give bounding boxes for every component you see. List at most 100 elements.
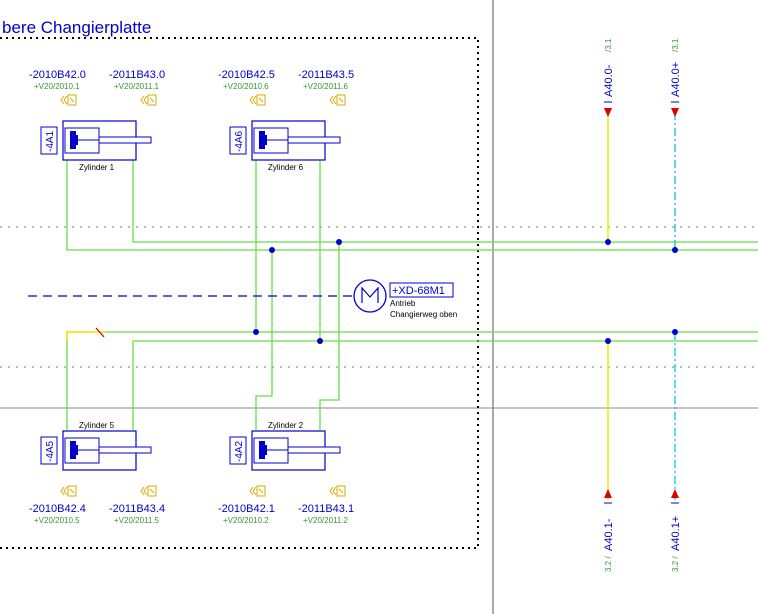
sensor-ref: +V20/2010.5 [34,516,80,525]
cylinder-name: Zylinder 6 [268,163,304,172]
sensor-2011B431[interactable]: -2011B43.1+V20/2011.2 [298,485,354,525]
sensor-2010B421[interactable]: -2010B42.1+V20/2010.2 [218,485,275,525]
sensor-2010B420[interactable]: -2010B42.0+V20/2010.1 [29,69,86,106]
cylinder-piston-head [76,445,78,455]
connector-label: A40.1- [603,518,615,551]
sensor-2011B430[interactable]: -2011B43.0+V20/2011.1 [109,69,165,106]
proximity-sensor-icon [249,485,266,497]
wire-break-mark [95,327,105,338]
proximity-sensor-icon [329,94,346,106]
junction-dot [336,239,342,245]
connector-ref: /3.1 [604,38,613,52]
svg-text:-4A5: -4A5 [45,440,56,462]
motor-glyph [361,286,379,303]
junction-dot [605,239,611,245]
sensor-ref: +V20/2011.1 [114,82,160,91]
sensor-label: -2010B42.5 [218,69,275,81]
cylinder-piston-head [265,445,267,455]
motor-symbol[interactable] [353,279,387,313]
cylinder-tag: -4A6 [229,126,247,155]
sensor-ref: +V20/2011.2 [303,516,349,525]
cylinder-piston [259,441,265,459]
junction-dot [253,329,259,335]
connector-label: A40.0+ [670,62,682,97]
arrow-up-icon [671,489,679,498]
sensor-label: -2011B43.0 [109,69,165,81]
sensor-ref: +V20/2010.1 [34,82,80,91]
cylinder-name: Zylinder 1 [79,163,115,172]
cylinder-rod [287,446,341,454]
connector-ref: /3.1 [671,38,680,52]
wire-cyl2-right [319,242,340,430]
proximity-sensor-icon [140,485,157,497]
junction-dot [605,338,611,344]
sensor-label: -2010B42.4 [29,503,86,515]
sensor-label: -2011B43.1 [298,503,354,515]
connector-top-A40.0-[interactable]: A40.0- /3.1 [603,38,615,117]
connector-ref: 3.2 / [604,556,613,572]
motor-desc-line2: Changierweg oben [390,310,457,319]
connector-label: A40.1+ [670,516,682,551]
wire-cyl1-right [132,160,758,243]
connector-bottom-A40.1+[interactable]: A40.1+ 3.2 / [670,489,682,572]
cylinder-cyl2[interactable]: -4A2 Zylinder 2 -2010B42.1+V20/2010.2 -2011… [218,421,354,525]
sensor-2010B424[interactable]: -2010B42.4+V20/2010.5 [29,485,86,525]
sensor-label: -2010B42.0 [29,69,86,81]
wire-cyl5-left [66,331,758,430]
wire-cyl1-left [66,160,758,251]
sensor-ref: +V20/2010.2 [223,516,269,525]
connector-label: A40.0- [603,64,615,97]
plate-frame [0,37,479,549]
cylinder-rod [287,136,341,144]
cylinder-tag: -4A5 [40,436,58,465]
cylinder-piston [259,131,265,149]
sensor-label: -2011B43.5 [298,69,354,81]
wire-cyl2-left [255,250,273,430]
proximity-sensor-icon [60,94,77,106]
motor-group[interactable]: +XD-68M1 Antrieb Changierweg oben [28,279,457,319]
sensor-ref: +V20/2011.6 [303,82,349,91]
sensor-2011B434[interactable]: -2011B43.4+V20/2011.5 [109,485,165,525]
cylinder-cyl5[interactable]: -4A5 Zylinder 5 -2010B42.4+V20/2010.5 -2011… [29,421,165,525]
cylinder-piston-head [265,135,267,145]
motor-tag: +XD-68M1 [392,285,445,297]
connector-ref: 3.2 / [671,556,680,572]
sensor-2010B425[interactable]: -2010B42.5+V20/2010.6 [218,69,275,106]
wire-cyl5-right [132,340,758,430]
motor-tag-box [389,282,454,298]
junction-dot [269,247,275,253]
sensor-2011B435[interactable]: -2011B43.5+V20/2011.6 [298,69,354,106]
junction-dot [672,247,678,253]
proximity-sensor-icon [140,94,157,106]
proximity-sensor-icon [249,94,266,106]
sensor-label: -2010B42.1 [218,503,275,515]
cylinder-piston-head [76,135,78,145]
svg-text:-4A6: -4A6 [234,130,245,152]
svg-text:-4A1: -4A1 [45,130,56,152]
cylinder-rod [98,136,152,144]
connector-wiring [607,112,676,500]
sensor-label: -2011B43.4 [109,503,165,515]
cylinder-rod [98,446,152,454]
arrow-down-icon [671,108,679,117]
junctions [253,239,678,344]
page-title: bere Changierplatte [2,18,151,37]
svg-text:-4A2: -4A2 [234,440,245,462]
connector-bottom-A40.1-[interactable]: A40.1- 3.2 / [603,489,615,572]
sensor-ref: +V20/2011.5 [114,516,160,525]
cylinder-piston [70,441,76,459]
connector-top-A40.0+[interactable]: A40.0+ /3.1 [670,38,682,117]
cylinder-name: Zylinder 5 [79,421,115,430]
cylinder-name: Zylinder 2 [268,421,304,430]
cylinder-tag: -4A1 [40,126,58,155]
proximity-sensor-icon [329,485,346,497]
sensor-ref: +V20/2010.6 [223,82,269,91]
junction-dot [672,329,678,335]
proximity-sensor-icon [60,485,77,497]
arrow-down-icon [604,108,612,117]
